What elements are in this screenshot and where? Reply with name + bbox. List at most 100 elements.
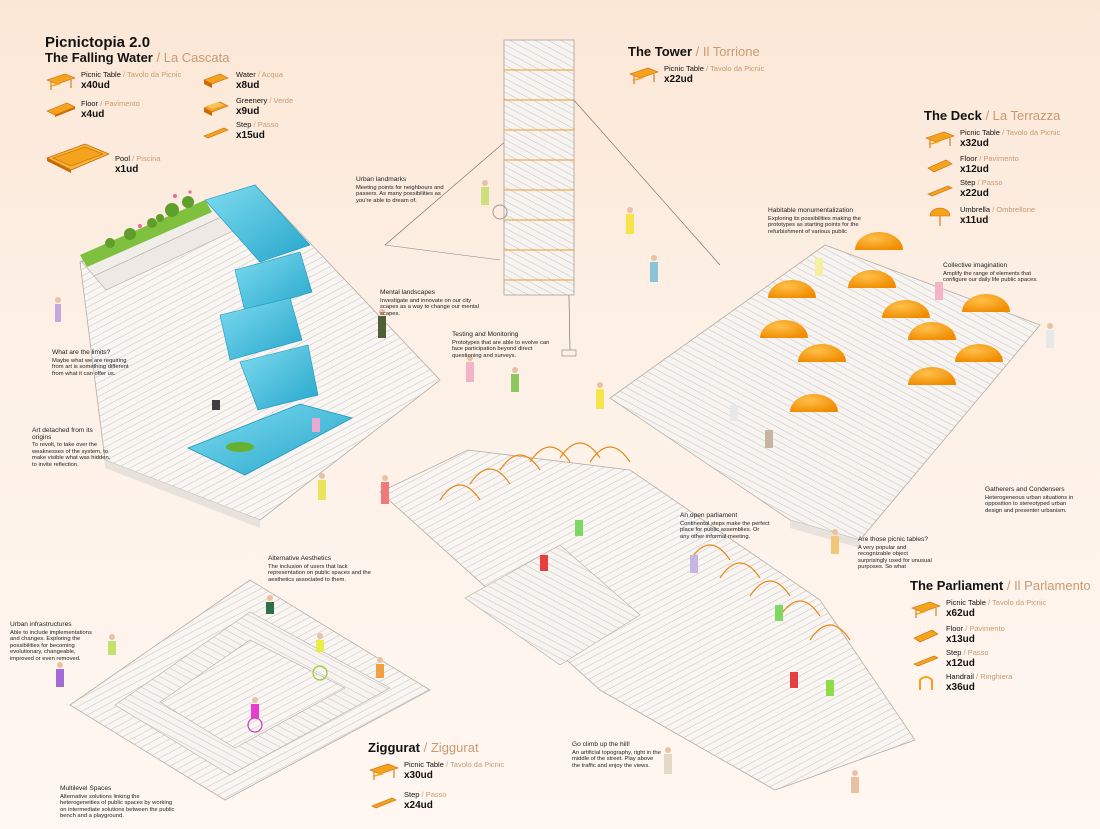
legend-label: Step xyxy=(946,648,962,657)
note-heading: An open parliament xyxy=(680,512,738,519)
legend-label: Picnic Table xyxy=(960,128,1000,137)
note-heading: Testing and Monitoring xyxy=(452,331,519,338)
legend-label-it: Passo xyxy=(981,178,1003,187)
legend-label: Floor xyxy=(960,154,978,163)
legend-label: Step xyxy=(236,120,252,129)
legend-label-it: Pavimento xyxy=(969,624,1005,633)
torrione-title: The Tower / Il Torrione xyxy=(628,44,760,59)
note-body: Maybe what we are requiring from art is … xyxy=(52,357,129,377)
page-title: Picnictopia 2.0 xyxy=(45,34,151,51)
cascata-title-it: La Cascata xyxy=(163,50,230,65)
note-heading: Multilevel Spaces xyxy=(60,785,112,792)
step-icon xyxy=(927,185,953,197)
note-heading: Urban infrastructures xyxy=(10,621,72,628)
legend-label: Umbrella xyxy=(960,205,991,214)
legend-label-it: Tavolo da Picnic xyxy=(127,70,182,79)
note-body: Investigate and innovate on our city sca… xyxy=(380,297,479,317)
legend-label-it: Acqua xyxy=(261,70,283,79)
legend-label: Greenery xyxy=(236,96,268,105)
note-body: A very popular and recognizable object s… xyxy=(858,544,932,571)
note-heading: Collective imagination xyxy=(943,262,1008,269)
note-body: Heterogeneous urban situations in opposi… xyxy=(985,494,1074,514)
handrail-icon xyxy=(919,676,933,690)
legend-label-it: Ombrellone xyxy=(996,205,1036,214)
legend-label-it: Tavolo da Picnic xyxy=(992,598,1047,607)
note-heading: Habitable monumentalization xyxy=(768,207,854,214)
legend-label: Water xyxy=(236,70,256,79)
cascata-platform xyxy=(79,184,441,528)
cascata-title-en: The Falling Water xyxy=(45,50,153,65)
legend-label-it: Passo xyxy=(967,648,989,657)
legend-label-it: Piscina xyxy=(136,154,161,163)
legend-label: Picnic Table xyxy=(404,760,444,769)
legend-count: x40ud xyxy=(81,80,110,91)
legend-count: x13ud xyxy=(946,634,975,645)
legend-label-it: Passo xyxy=(257,120,279,129)
step-icon xyxy=(203,127,229,139)
legend-label-it: Tavolo da Picnic xyxy=(710,64,765,73)
legend-count: x62ud xyxy=(946,608,975,619)
torrione-title-en: The Tower xyxy=(628,44,693,59)
ziggurat-title: Ziggurat / Ziggurat xyxy=(368,740,479,755)
pool-icon xyxy=(45,143,111,173)
step-icon xyxy=(913,655,939,667)
legend-count: x9ud xyxy=(236,106,260,117)
parlamento-title-it: Il Parlamento xyxy=(1014,578,1091,593)
legend-label-it: Tavolo da Picnic xyxy=(450,760,505,769)
note-body: An artificial topography, right in the m… xyxy=(572,749,661,769)
umbrella-icon xyxy=(929,207,951,226)
legend-label-it: Tavolo da Picnic xyxy=(1006,128,1061,137)
note-picnic-tables: Are those picnic tables?A very popular a… xyxy=(858,536,938,571)
legend-label: Handrail xyxy=(946,672,974,681)
legend-label-it: Pavimento xyxy=(983,154,1019,163)
terrazza-title: The Deck / La Terrazza xyxy=(924,108,1061,123)
torrione-tower xyxy=(384,39,721,357)
legend-count: x32ud xyxy=(960,138,989,149)
note-heading: Go climb up the hill! xyxy=(572,741,630,748)
legend-count: x1ud xyxy=(115,164,139,175)
legend-label-it: Ringhiera xyxy=(980,672,1013,681)
note-body: Able to include implementations and chan… xyxy=(10,629,92,662)
note-body: Alternative solutions linking the hetero… xyxy=(60,793,175,820)
note-heading: Are those picnic tables? xyxy=(858,536,929,543)
legend-label: Floor xyxy=(81,99,99,108)
note-body: Continental steps make the perfect place… xyxy=(680,520,770,540)
floor-icon xyxy=(913,629,939,643)
note-heading: Alternative Aesthetics xyxy=(268,555,332,562)
parlamento-platform xyxy=(379,442,916,791)
ziggurat-platform xyxy=(69,579,431,801)
legend-count: x24ud xyxy=(404,800,433,811)
floor-icon xyxy=(927,159,953,173)
picnic-table-icon xyxy=(629,67,659,84)
ziggurat-title-it: Ziggurat xyxy=(430,740,479,755)
cascata-title: The Falling Water / La Cascata xyxy=(45,50,230,65)
legend-count: x36ud xyxy=(946,682,975,693)
note-heading: Mental landscapes xyxy=(380,289,435,296)
people-figures xyxy=(55,180,1054,793)
note-heading: Urban landmarks xyxy=(356,176,407,183)
legend-label-it: Verde xyxy=(273,96,294,105)
note-body: To revolt, to take over the weaknesses o… xyxy=(32,442,111,468)
parlamento-title-en: The Parliament xyxy=(910,578,1004,593)
picnic-table-icon xyxy=(46,73,76,90)
